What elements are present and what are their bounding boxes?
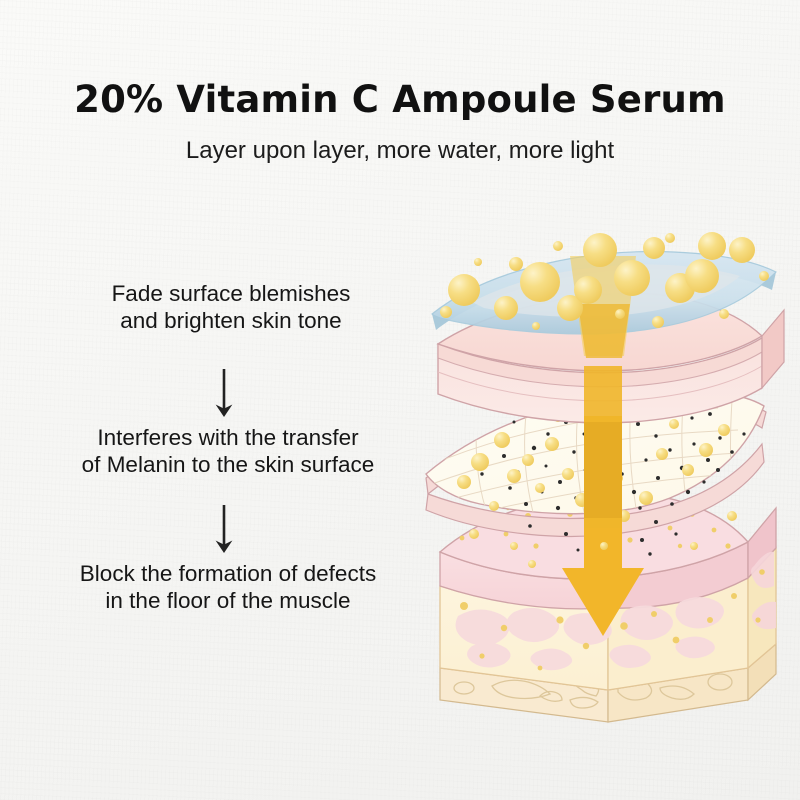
benefit-line-1: Fade surface blemishes bbox=[111, 281, 351, 306]
page-title: 20% Vitamin C Ampoule Serum bbox=[74, 78, 726, 121]
skin-layers-illustration bbox=[418, 216, 794, 782]
benefit-line-2: and brighten skin tone bbox=[120, 308, 342, 333]
down-arrow-icon bbox=[215, 505, 233, 553]
page-subtitle: Layer upon layer, more water, more light bbox=[185, 137, 615, 164]
benefit-line-1: Interferes with the transfer bbox=[97, 425, 359, 450]
benefit-line-2: in the floor of the muscle bbox=[105, 588, 351, 613]
benefit-line-1: Block the formation of defects bbox=[79, 561, 377, 586]
benefit-line-2: of Melanin to the skin surface bbox=[81, 452, 375, 477]
benefit-item-interfere-melanin: Interferes with the transfer of Melanin … bbox=[18, 424, 438, 478]
benefit-item-fade-blemishes: Fade surface blemishes and brighten skin… bbox=[24, 280, 438, 334]
benefit-item-block-defects: Block the formation of defects in the fl… bbox=[18, 560, 438, 614]
benefit-list: Fade surface blemishes and brighten skin… bbox=[18, 280, 438, 614]
serum-droplets-stray bbox=[469, 511, 737, 568]
spacer-1 bbox=[18, 334, 438, 362]
down-arrow-icon bbox=[215, 369, 233, 417]
separator-arrow-1 bbox=[10, 362, 438, 424]
serum-droplets-surface bbox=[440, 232, 769, 330]
separator-arrow-2 bbox=[10, 498, 438, 560]
spacer-2 bbox=[18, 478, 438, 498]
skin-layers-svg bbox=[425, 232, 785, 723]
